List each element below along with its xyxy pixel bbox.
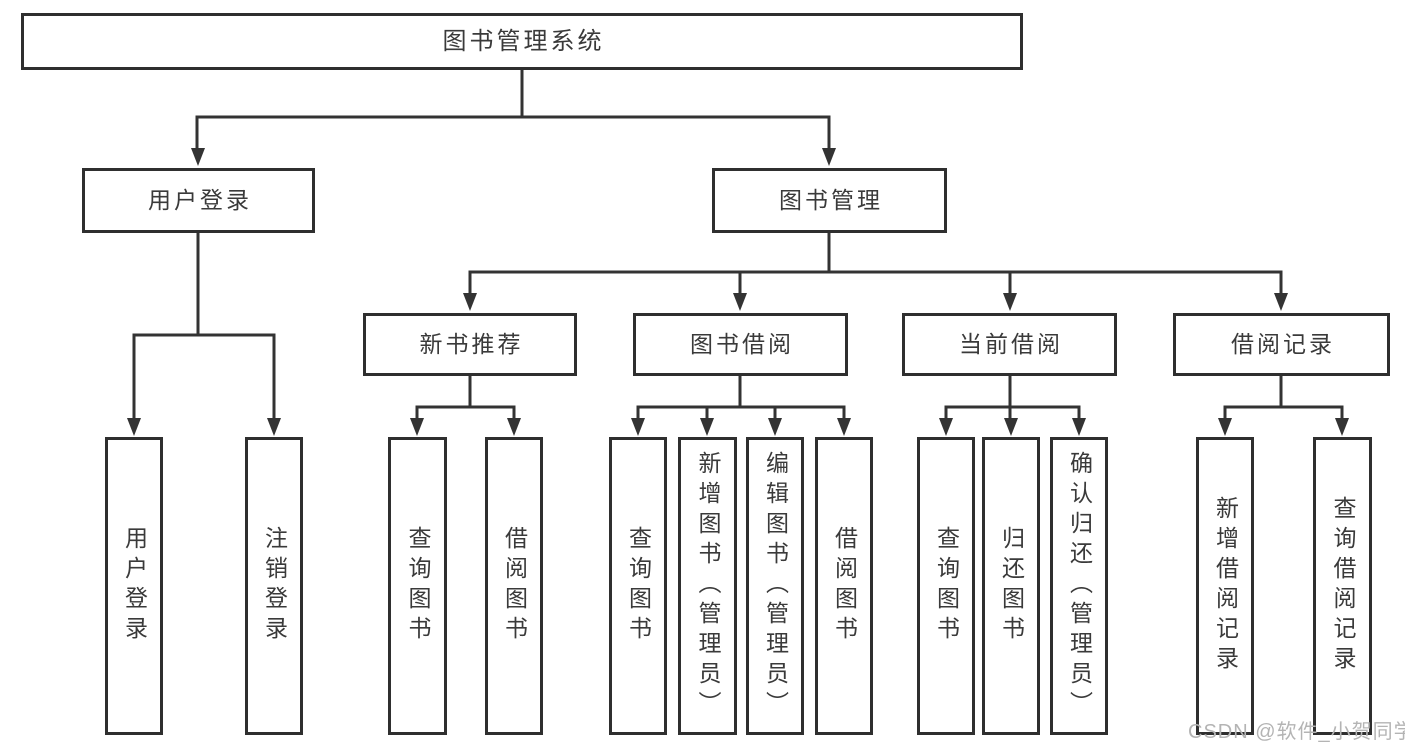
leaf-add-borrow-record-label: 新增借阅记录: [1212, 496, 1239, 676]
leaf-recommend-borrow-books: 借阅图书: [485, 437, 543, 735]
arrowhead-group: [127, 148, 1349, 436]
leaf-add-borrow-record: 新增借阅记录: [1196, 437, 1254, 735]
node-borrow-records-label: 借阅记录: [1231, 331, 1335, 357]
leaf-borrow-query-books: 查询图书: [609, 437, 667, 735]
leaf-edit-books-admin: 编辑图书（管理员）: [746, 437, 804, 735]
leaf-logout-label: 注销登录: [261, 526, 288, 646]
leaf-borrow-books-label: 借阅图书: [831, 526, 858, 646]
leaf-confirm-return-admin: 确认归还（管理员）: [1050, 437, 1108, 735]
node-user-login-label: 用户登录: [148, 187, 252, 213]
node-book-borrow-label: 图书借阅: [690, 331, 794, 357]
leaf-user-login: 用户登录: [105, 437, 163, 735]
node-root: 图书管理系统: [21, 13, 1023, 70]
node-root-label: 图书管理系统: [442, 27, 605, 55]
node-new-book-recommend: 新书推荐: [363, 313, 577, 376]
leaf-return-books-label: 归还图书: [998, 526, 1025, 646]
node-current-borrow: 当前借阅: [902, 313, 1117, 376]
node-borrow-records: 借阅记录: [1173, 313, 1390, 376]
leaf-query-borrow-record-label: 查询借阅记录: [1330, 496, 1356, 676]
leaf-query-borrow-record: 查询借阅记录: [1313, 437, 1372, 735]
leaf-borrow-query-books-label: 查询图书: [625, 526, 652, 646]
node-current-borrow-label: 当前借阅: [959, 331, 1063, 357]
node-book-borrow: 图书借阅: [633, 313, 848, 376]
node-book-management: 图书管理: [712, 168, 947, 233]
node-user-login: 用户登录: [82, 168, 315, 233]
leaf-logout: 注销登录: [245, 437, 303, 735]
leaf-recommend-borrow-books-label: 借阅图书: [501, 526, 528, 646]
leaf-current-query-books-label: 查询图书: [933, 526, 960, 646]
leaf-confirm-return-admin-label: 确认归还（管理员）: [1066, 451, 1093, 721]
leaf-add-books-admin-label: 新增图书（管理员）: [695, 451, 721, 721]
csdn-watermark: CSDN @软件_小贺同学: [1188, 721, 1405, 743]
leaf-borrow-books: 借阅图书: [815, 437, 873, 735]
leaf-recommend-query-books-label: 查询图书: [405, 526, 431, 646]
leaf-return-books: 归还图书: [982, 437, 1040, 735]
leaf-edit-books-admin-label: 编辑图书（管理员）: [762, 451, 789, 721]
leaf-add-books-admin: 新增图书（管理员）: [678, 437, 737, 735]
leaf-current-query-books: 查询图书: [917, 437, 975, 735]
leaf-recommend-query-books: 查询图书: [388, 437, 447, 735]
node-new-book-recommend-label: 新书推荐: [419, 331, 524, 357]
node-book-management-label: 图书管理: [779, 187, 883, 213]
leaf-user-login-label: 用户登录: [121, 526, 148, 646]
